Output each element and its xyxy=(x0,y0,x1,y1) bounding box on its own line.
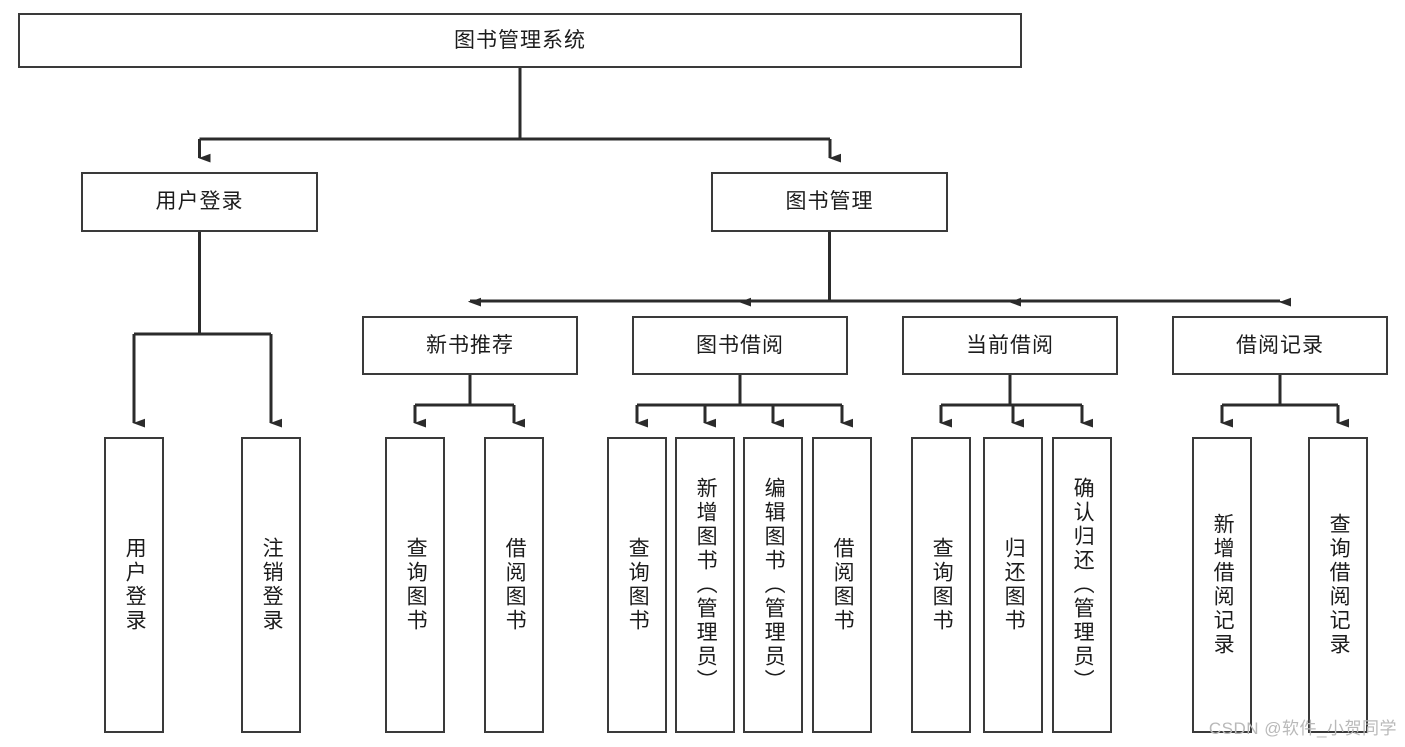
node-label: 用户登录 xyxy=(123,537,147,633)
node-leaf-borrow-book-1[interactable]: 借阅图书 xyxy=(484,437,544,733)
node-leaf-user-login[interactable]: 用户登录 xyxy=(104,437,164,733)
node-label: 借阅图书 xyxy=(831,537,855,633)
node-label: 查询图书 xyxy=(930,537,954,633)
node-label: 图书借阅 xyxy=(696,333,784,357)
node-leaf-query-book-1[interactable]: 查询图书 xyxy=(385,437,445,733)
node-new-book-recommend[interactable]: 新书推荐 xyxy=(362,316,578,375)
node-label: 新增借阅记录 xyxy=(1211,513,1235,657)
node-label: 新增图书（管理员） xyxy=(694,477,718,693)
node-label: 当前借阅 xyxy=(966,333,1054,357)
node-label: 图书管理系统 xyxy=(454,28,586,52)
node-leaf-add-book[interactable]: 新增图书（管理员） xyxy=(675,437,735,733)
node-label: 查询图书 xyxy=(626,537,650,633)
node-leaf-add-borrow-record[interactable]: 新增借阅记录 xyxy=(1192,437,1252,733)
node-label: 查询图书 xyxy=(404,537,428,633)
node-label: 新书推荐 xyxy=(426,333,514,357)
node-user-login[interactable]: 用户登录 xyxy=(81,172,318,232)
node-label: 图书管理 xyxy=(785,190,874,214)
node-current-borrow[interactable]: 当前借阅 xyxy=(902,316,1118,375)
node-leaf-return-book[interactable]: 归还图书 xyxy=(983,437,1043,733)
node-leaf-query-book-3[interactable]: 查询图书 xyxy=(911,437,971,733)
node-root-system[interactable]: 图书管理系统 xyxy=(18,13,1022,68)
node-leaf-edit-book[interactable]: 编辑图书（管理员） xyxy=(743,437,803,733)
node-label: 借阅记录 xyxy=(1236,333,1324,357)
node-book-manage[interactable]: 图书管理 xyxy=(711,172,948,232)
node-label: 借阅图书 xyxy=(503,537,527,633)
watermark-text: CSDN @软件_小贺同学 xyxy=(1208,719,1397,738)
node-label: 确认归还（管理员） xyxy=(1071,477,1095,693)
node-book-borrow[interactable]: 图书借阅 xyxy=(632,316,848,375)
node-leaf-confirm-return[interactable]: 确认归还（管理员） xyxy=(1052,437,1112,733)
node-leaf-query-book-2[interactable]: 查询图书 xyxy=(607,437,667,733)
node-label: 归还图书 xyxy=(1002,537,1026,633)
node-leaf-borrow-book-2[interactable]: 借阅图书 xyxy=(812,437,872,733)
node-label: 查询借阅记录 xyxy=(1327,513,1351,657)
node-leaf-user-logout[interactable]: 注销登录 xyxy=(241,437,301,733)
node-leaf-query-borrow-record[interactable]: 查询借阅记录 xyxy=(1308,437,1368,733)
node-label: 注销登录 xyxy=(260,537,284,633)
node-label: 编辑图书（管理员） xyxy=(762,477,786,693)
node-label: 用户登录 xyxy=(155,190,244,214)
node-borrow-record[interactable]: 借阅记录 xyxy=(1172,316,1388,375)
